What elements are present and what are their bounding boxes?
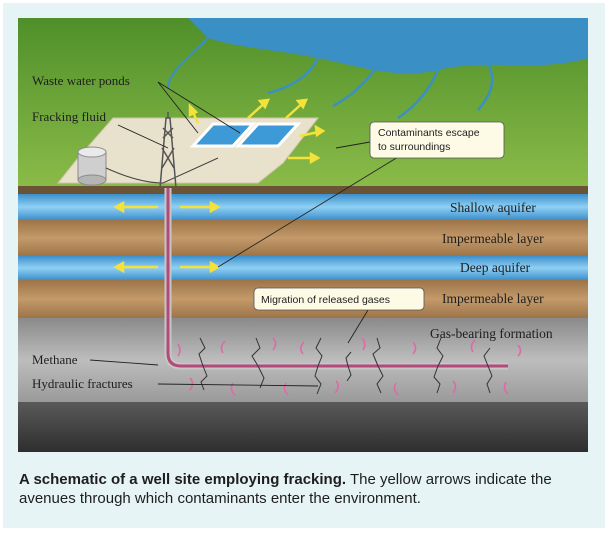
shallow-aquifer-layer: [18, 194, 588, 220]
impermeable-layer-1: [18, 220, 588, 256]
fracking-fluid-tank: [77, 146, 107, 186]
label-impermeable-layer-1: Impermeable layer: [442, 231, 544, 246]
bedrock-layer: [18, 402, 588, 452]
waste-pond-1: [189, 122, 257, 148]
figure-caption: A schematic of a well site employing fra…: [19, 470, 589, 508]
contamination-arrows: [113, 98, 326, 274]
label-hydraulic-fractures: Hydraulic fractures: [32, 376, 133, 391]
label-contaminants-line2: to surroundings: [378, 141, 450, 153]
gas-bearing-layer: [18, 318, 588, 402]
waste-pond-2: [234, 122, 302, 148]
fracking-diagram: Waste water ponds Fracking fluid Contami…: [18, 18, 588, 452]
label-impermeable-layer-2: Impermeable layer: [442, 291, 544, 306]
methane-wisps: [177, 337, 522, 396]
caption-text: The yellow arrows indicate the avenues t…: [19, 471, 552, 507]
label-methane: Methane: [32, 352, 78, 367]
label-shallow-aquifer: Shallow aquifer: [450, 200, 536, 215]
caption-title: A schematic of a well site employing fra…: [19, 471, 347, 488]
deep-aquifer-layer: [18, 256, 588, 280]
river: [188, 18, 588, 74]
drilling-derrick: [159, 112, 177, 189]
label-deep-aquifer: Deep aquifer: [460, 260, 531, 275]
contaminants-callout-box: [369, 121, 505, 159]
migration-callout-box: [253, 287, 425, 311]
label-migration-gases: Migration of released gases: [261, 294, 390, 306]
label-waste-water-ponds: Waste water ponds: [32, 73, 130, 88]
label-fracking-fluid: Fracking fluid: [32, 109, 107, 124]
label-gas-bearing-formation: Gas-bearing formation: [430, 326, 553, 341]
hydraulic-fractures: [198, 337, 493, 395]
label-contaminants-line1: Contaminants escape: [378, 127, 480, 139]
